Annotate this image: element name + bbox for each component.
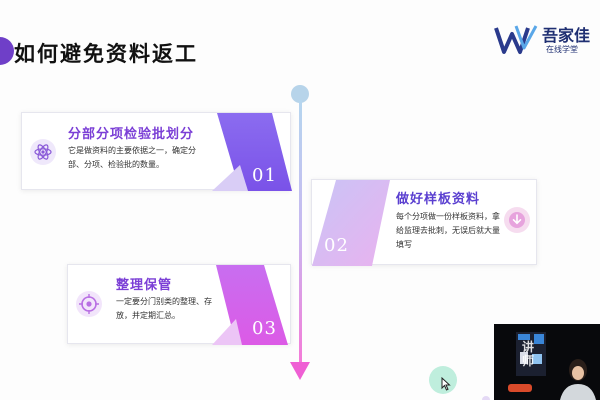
number-badge [312, 180, 390, 266]
card-title: 分部分项检验批划分 [68, 127, 195, 142]
step-card-1: 分部分项检验批划分 它是做资料的主要依据之一，确定分部、分项、检验批的数量。 0… [21, 112, 292, 191]
w-logo-icon [494, 25, 538, 54]
presenter-video-frame [494, 324, 600, 400]
logo-subtitle: 在线学堂 [546, 45, 578, 54]
decorative-dot [482, 396, 490, 400]
download-arrow-icon [504, 207, 530, 233]
card-description: 每个分项做一份样板资料，拿给监理去批刺，无误后就大量填写 [396, 212, 500, 249]
logo-name: 吾家佳 [542, 26, 591, 45]
number-badge [212, 113, 292, 191]
step-number: 02 [324, 235, 349, 256]
mouse-cursor-icon [441, 377, 451, 391]
presenter-video: 讲师 [494, 324, 600, 400]
video-sign-text: 讲师 [522, 340, 535, 368]
step-number: 01 [252, 165, 277, 186]
target-icon [76, 291, 102, 317]
slide-title: 如何避免资料返工 [14, 42, 198, 66]
title-bullet [0, 37, 14, 65]
step-card-2: 02 做好样板资料 每个分项做一份样板资料，拿给监理去批刺，无误后就大量填写 [311, 179, 537, 266]
card-title: 整理保管 [116, 278, 173, 293]
timeline-start-dot [291, 85, 309, 103]
brand-logo: 吾家佳 在线学堂 [494, 22, 598, 62]
card-title: 做好样板资料 [396, 192, 481, 207]
step-card-3: 整理保管 一定要分门别类的整理、存放，并定期汇总。 03 [67, 264, 291, 345]
number-badge [212, 265, 288, 345]
step-number: 03 [252, 318, 277, 339]
timeline-line [299, 100, 302, 365]
atom-icon [30, 139, 56, 165]
card-description: 一定要分门别类的整理、存放，并定期汇总。 [116, 297, 212, 320]
timeline-arrow-icon [290, 362, 310, 380]
card-description: 它是做资料的主要依据之一，确定分部、分项、检验批的数量。 [68, 146, 196, 169]
